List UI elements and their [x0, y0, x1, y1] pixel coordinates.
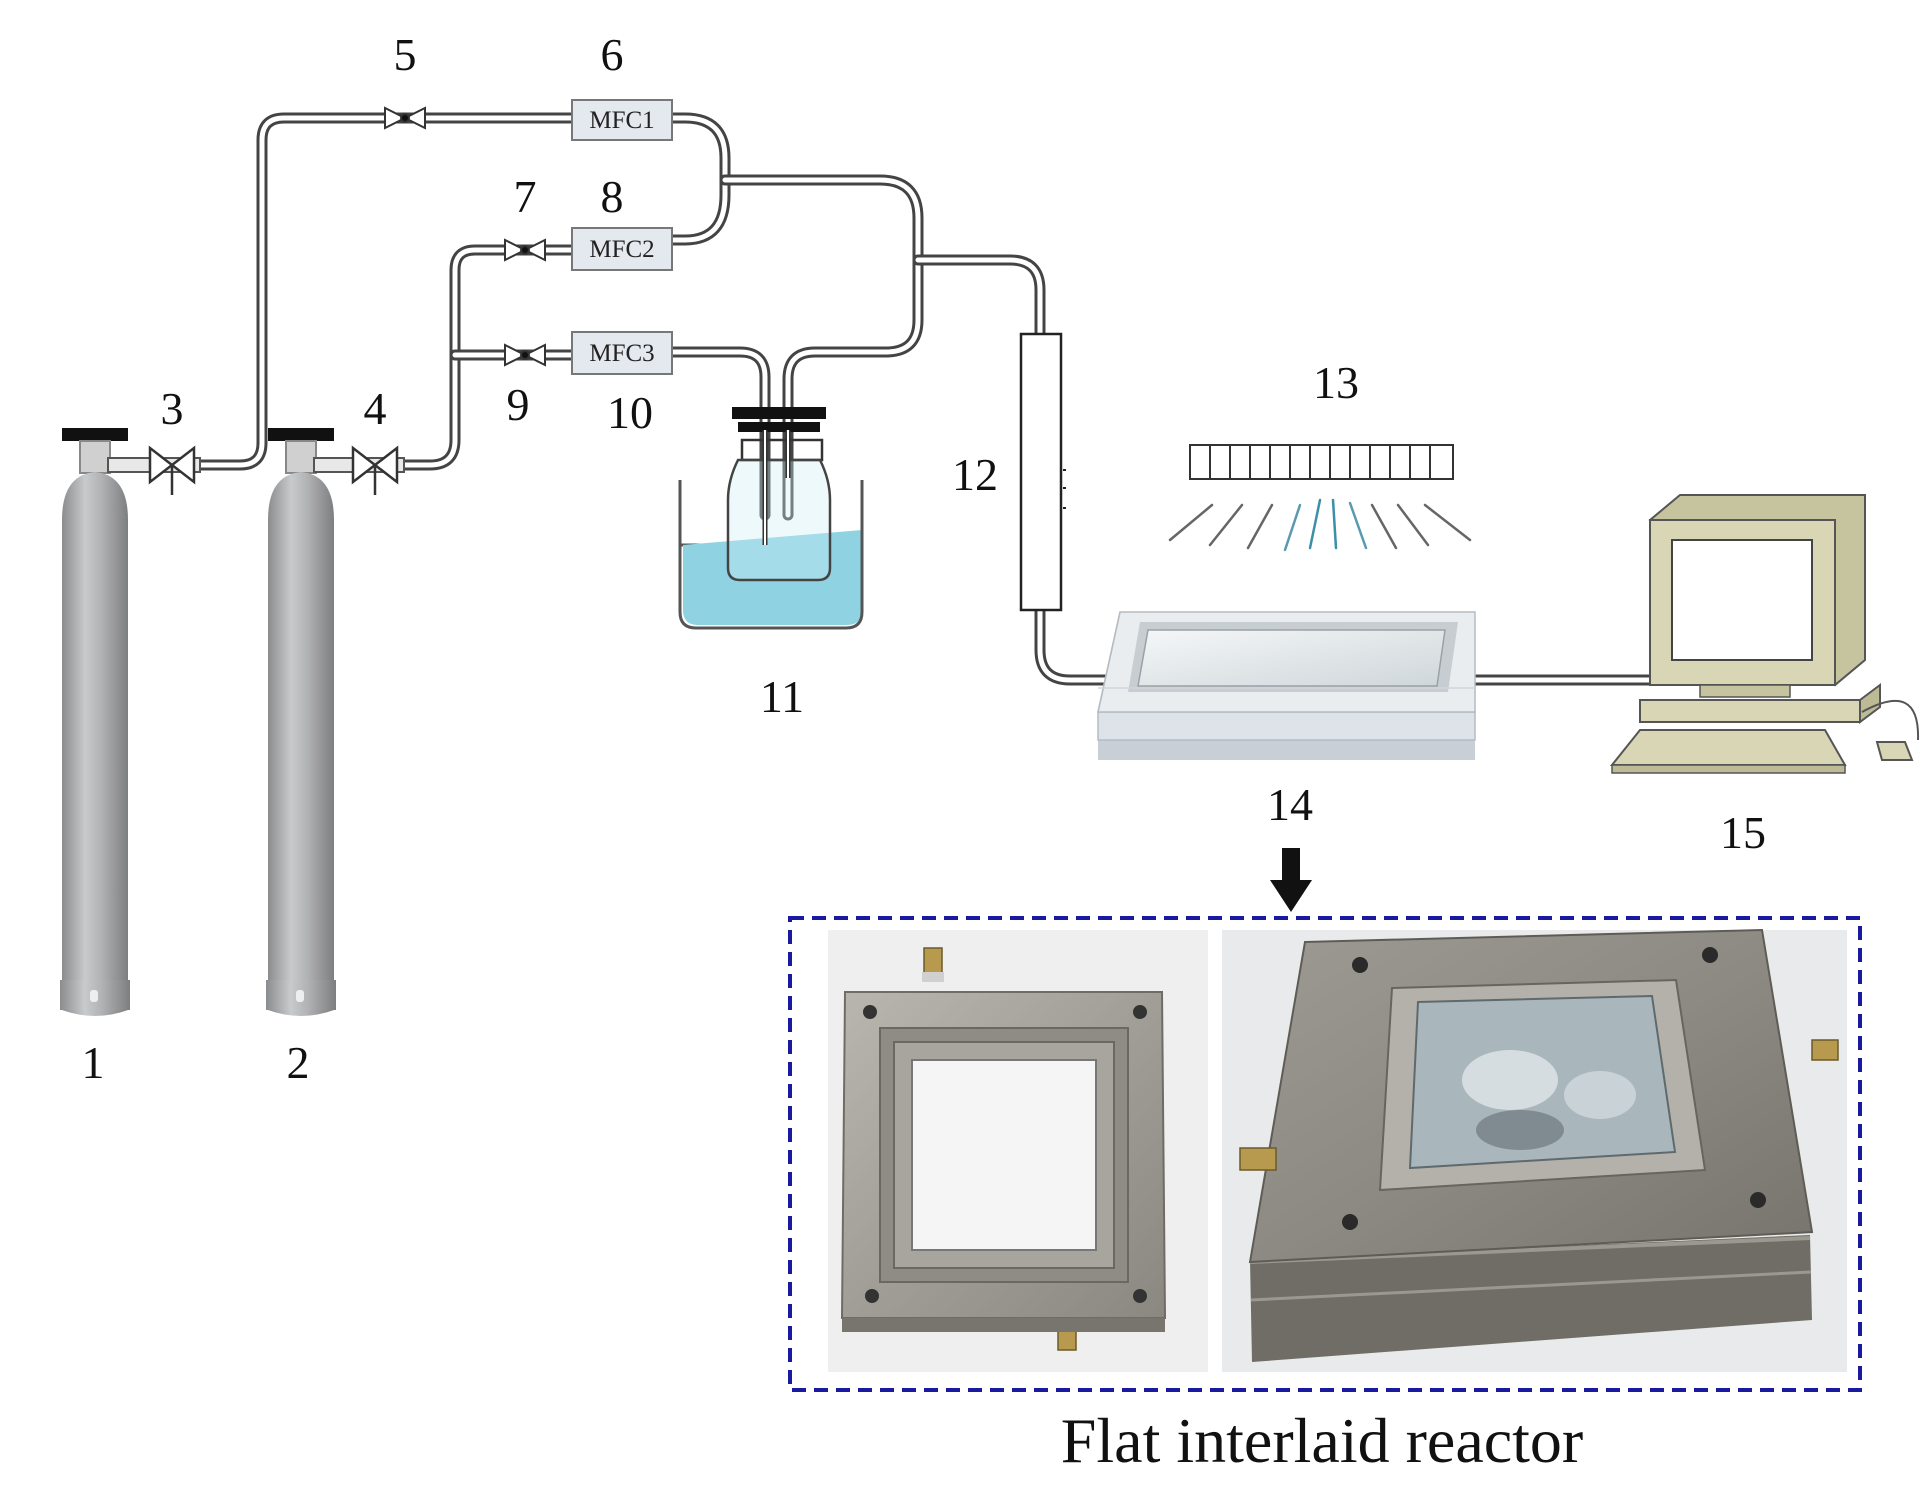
label-5: 5: [394, 29, 417, 80]
gas-cylinder-1: [60, 428, 201, 1016]
label-10: 10: [607, 387, 653, 438]
valve-7: [504, 238, 546, 262]
reactor-14: [1097, 611, 1476, 760]
label-3: 3: [161, 383, 184, 434]
label-14: 14: [1267, 779, 1313, 830]
pipe-network: [194, 112, 1656, 686]
label-4: 4: [364, 383, 387, 434]
component-labels: 1 2 3 4 5 6 7 8 9 10 11 12 13 14 15: [82, 29, 1767, 1088]
mfc2-label: MFC2: [589, 236, 654, 263]
label-11: 11: [760, 671, 804, 722]
label-2: 2: [287, 1037, 310, 1088]
mfc1-box: MFC1: [571, 99, 673, 141]
photo-perspective-view: [1222, 928, 1847, 1372]
computer-15: [1609, 494, 1920, 774]
gas-cylinder-2: [266, 428, 405, 1016]
valve-9: [504, 343, 546, 367]
label-7: 7: [514, 171, 537, 222]
label-6: 6: [601, 29, 624, 80]
column-12: [1019, 332, 1066, 612]
label-12: 12: [952, 449, 998, 500]
label-1: 1: [82, 1037, 105, 1088]
lamp-segments: [1209, 445, 1431, 479]
down-arrow-icon: [1270, 848, 1312, 912]
valve-4: [351, 445, 399, 495]
bubbler-bath: [678, 407, 864, 630]
mfc3-box: MFC3: [571, 331, 673, 375]
label-9: 9: [507, 379, 530, 430]
valve-5: [384, 106, 426, 130]
label-13: 13: [1313, 357, 1359, 408]
mfc3-label: MFC3: [589, 340, 654, 367]
mfc2-box: MFC2: [571, 227, 673, 271]
reactor-photo-inset: [788, 916, 1862, 1392]
label-8: 8: [601, 171, 624, 222]
light-source-13: [1168, 444, 1472, 552]
photo-top-view: [828, 930, 1208, 1372]
light-rays: [1168, 498, 1472, 552]
inset-caption: Flat interlaid reactor: [1061, 1405, 1583, 1476]
mfc1-label: MFC1: [589, 107, 654, 134]
valve-3: [148, 445, 196, 495]
label-15: 15: [1720, 807, 1766, 858]
